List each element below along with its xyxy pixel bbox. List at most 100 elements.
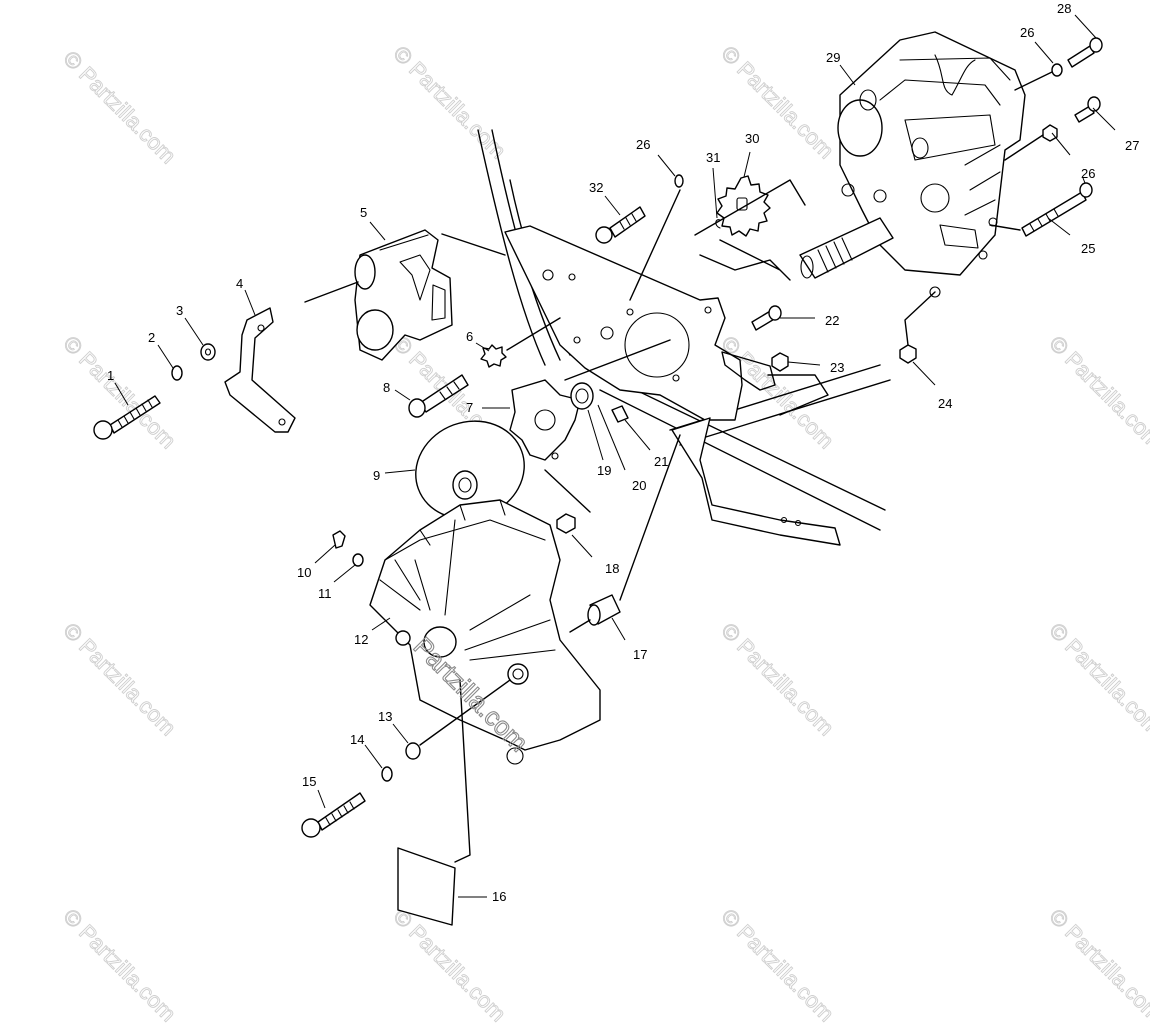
washer-11	[352, 553, 364, 567]
callout-7: 7	[466, 400, 473, 415]
callout-2: 2	[148, 330, 155, 345]
watermark: © Partzilla.com	[1044, 331, 1150, 454]
callout-5: 5	[360, 205, 367, 220]
callout-10: 10	[297, 565, 311, 580]
nut-18	[556, 513, 576, 534]
nut-23	[771, 352, 789, 372]
plate-bolt-hole	[704, 306, 712, 314]
plate-7-bolt	[551, 452, 559, 460]
callout-13: 13	[378, 709, 392, 724]
callout-32: 32	[589, 180, 603, 195]
bearing-axis-line	[564, 339, 671, 381]
callout-14: 14	[350, 732, 364, 747]
watermark: © Partzilla.com	[1044, 904, 1150, 1023]
frame-channel-bracket	[671, 417, 841, 546]
sleeve-17	[587, 594, 621, 626]
bolt-15-axis-line	[419, 679, 511, 746]
lockwasher-26	[674, 174, 684, 188]
callout-26: 26	[1020, 25, 1034, 40]
screw-10	[332, 530, 346, 549]
callout-12: 12	[354, 632, 368, 647]
bearing-plate-7	[509, 379, 581, 461]
sprocket-30	[716, 175, 771, 237]
channel-hole	[794, 519, 802, 527]
callout-27: 27	[1125, 138, 1139, 153]
shaft-end	[800, 255, 814, 279]
washer-13	[405, 742, 421, 760]
plate-bolt-hole	[600, 326, 614, 340]
callout-labels: 1 2 3 4 5 6 7 8 9 10 11 12 13 14 15 16 1…	[107, 1, 1139, 904]
plate-7-leader	[544, 469, 591, 513]
washer-3-hole	[204, 348, 212, 356]
mounting-plate	[504, 225, 743, 421]
watermark: © Partzilla.com	[716, 904, 839, 1023]
plate-bolt-hole	[672, 374, 680, 382]
callout-19: 19	[597, 463, 611, 478]
callout-21: 21	[654, 454, 668, 469]
plate-bolt-hole	[542, 269, 554, 281]
bracket-hole	[257, 324, 265, 332]
callout-23: 23	[830, 360, 844, 375]
bracket-4	[224, 307, 296, 433]
callout-9: 9	[373, 468, 380, 483]
callout-26: 26	[636, 137, 650, 152]
plate-bolt-hole	[568, 273, 576, 281]
motor-mount-line	[304, 233, 506, 303]
channel-hole	[780, 516, 788, 524]
callout-3: 3	[176, 303, 183, 318]
callout-26: 26	[1081, 166, 1095, 181]
decal-16	[397, 847, 456, 926]
callout-29: 29	[826, 50, 840, 65]
clip-21	[611, 405, 629, 423]
decal-16-leader	[454, 679, 471, 863]
callout-18: 18	[605, 561, 619, 576]
lockwasher-2	[171, 365, 183, 381]
plate-bolt-hole	[626, 308, 634, 316]
washer-26-top	[1051, 63, 1063, 77]
callout-16: 16	[492, 889, 506, 904]
bolt-27	[1074, 96, 1101, 123]
callout-20: 20	[632, 478, 646, 493]
bearing-19-bore	[575, 388, 589, 404]
watermark: © Partzilla.com	[58, 618, 181, 741]
callout-4: 4	[236, 276, 243, 291]
washer-3	[200, 343, 216, 361]
starter-motor-5	[354, 229, 453, 361]
watermark: © Partzilla.com	[58, 904, 181, 1023]
nut-24	[899, 344, 917, 364]
plate-bolt-hole	[573, 336, 581, 344]
washer-26-leader	[629, 189, 681, 301]
sprocket-bracket-lines	[694, 179, 806, 281]
bearing-19	[570, 382, 594, 410]
callout-28: 28	[1057, 1, 1071, 16]
bolt-22	[751, 305, 782, 331]
plate-7-hole	[534, 409, 556, 431]
callout-31: 31	[706, 150, 720, 165]
nut-24-leader	[904, 291, 936, 346]
bolt-28	[1067, 37, 1103, 68]
callout-17: 17	[633, 647, 647, 662]
watermark: © Partzilla.com	[388, 41, 511, 164]
shaft-splines	[817, 237, 853, 273]
nut-26-right	[1042, 124, 1058, 142]
bolt-1	[93, 395, 161, 440]
bolt-8	[408, 374, 469, 418]
bolt-25	[1021, 182, 1093, 237]
callout-25: 25	[1081, 241, 1095, 256]
callout-leaders	[114, 14, 1116, 898]
watermark: © Partzilla.com	[1044, 618, 1150, 741]
watermark: © Partzilla.com	[716, 618, 839, 741]
callout-11: 11	[318, 586, 332, 601]
watermark: © Partzilla.com	[58, 331, 181, 454]
bracket-hole	[278, 418, 286, 426]
frame-strap	[767, 374, 829, 416]
pulley-9	[415, 420, 525, 520]
callout-22: 22	[825, 313, 839, 328]
callout-30: 30	[745, 131, 759, 146]
bolt-15	[301, 792, 366, 838]
bolt-8-leader-line	[506, 317, 561, 351]
gearcase-29	[837, 31, 1026, 298]
callout-24: 24	[938, 396, 952, 411]
